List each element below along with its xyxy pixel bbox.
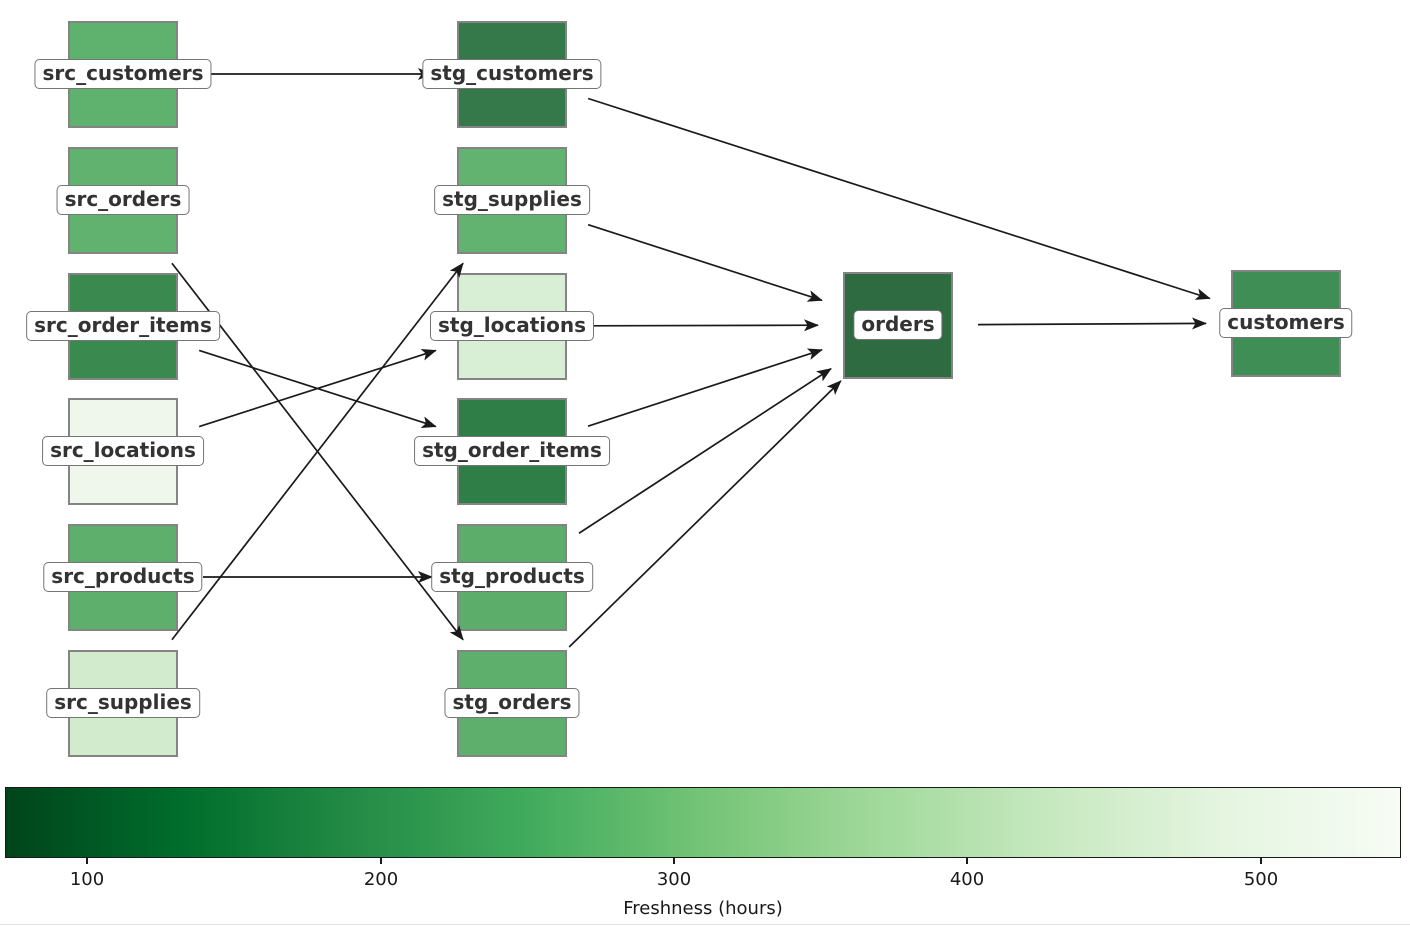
colorbar-axis-label: Freshness (hours) (623, 898, 783, 919)
node-label-src_orders: src_orders (56, 185, 190, 215)
edge-stg_products-to-orders (578, 368, 832, 534)
colorbar-tick-label-300: 300 (656, 869, 692, 890)
node-label-src_locations: src_locations (42, 436, 204, 466)
edge-stg_locations-to-orders (591, 319, 820, 332)
node-label-stg_orders: stg_orders (444, 688, 580, 718)
colorbar-tick-300 (673, 858, 675, 864)
node-label-src_products: src_products (43, 562, 203, 592)
node-label-src_order_items: src_order_items (26, 311, 220, 341)
colorbar-tick-label-500: 500 (1243, 869, 1279, 890)
edge-stg_customers-to-customers (587, 97, 1211, 300)
node-label-stg_products: stg_products (431, 562, 593, 592)
node-label-stg_customers: stg_customers (422, 59, 602, 89)
colorbar-tick-label-100: 100 (69, 869, 105, 890)
node-label-src_supplies: src_supplies (46, 688, 200, 718)
edge-stg_order_items-to-orders (587, 348, 823, 427)
edge-stg_supplies-to-orders (587, 223, 823, 302)
colorbar-tick-label-400: 400 (949, 869, 985, 890)
node-label-orders: orders (853, 310, 943, 340)
node-label-customers: customers (1219, 308, 1353, 338)
edge-src_order_items-to-stg_order_items (198, 349, 437, 428)
colorbar-tick-400 (966, 858, 968, 864)
node-label-stg_order_items: stg_order_items (414, 436, 610, 466)
colorbar-tick-500 (1260, 858, 1262, 864)
edge-src_locations-to-stg_locations (198, 349, 437, 428)
figure-bottom-border (0, 924, 1410, 925)
colorbar-tick-200 (380, 858, 382, 864)
node-label-stg_supplies: stg_supplies (434, 185, 590, 215)
node-label-stg_locations: stg_locations (429, 311, 595, 341)
edge-orders-to-customers (977, 317, 1208, 330)
edge-group (171, 68, 1211, 648)
colorbar-tick-100 (86, 858, 88, 864)
edge-stg_orders-to-orders (568, 380, 842, 648)
colorbar-gradient (5, 787, 1401, 858)
node-label-src_customers: src_customers (34, 59, 212, 89)
colorbar-tick-label-200: 200 (363, 869, 399, 890)
